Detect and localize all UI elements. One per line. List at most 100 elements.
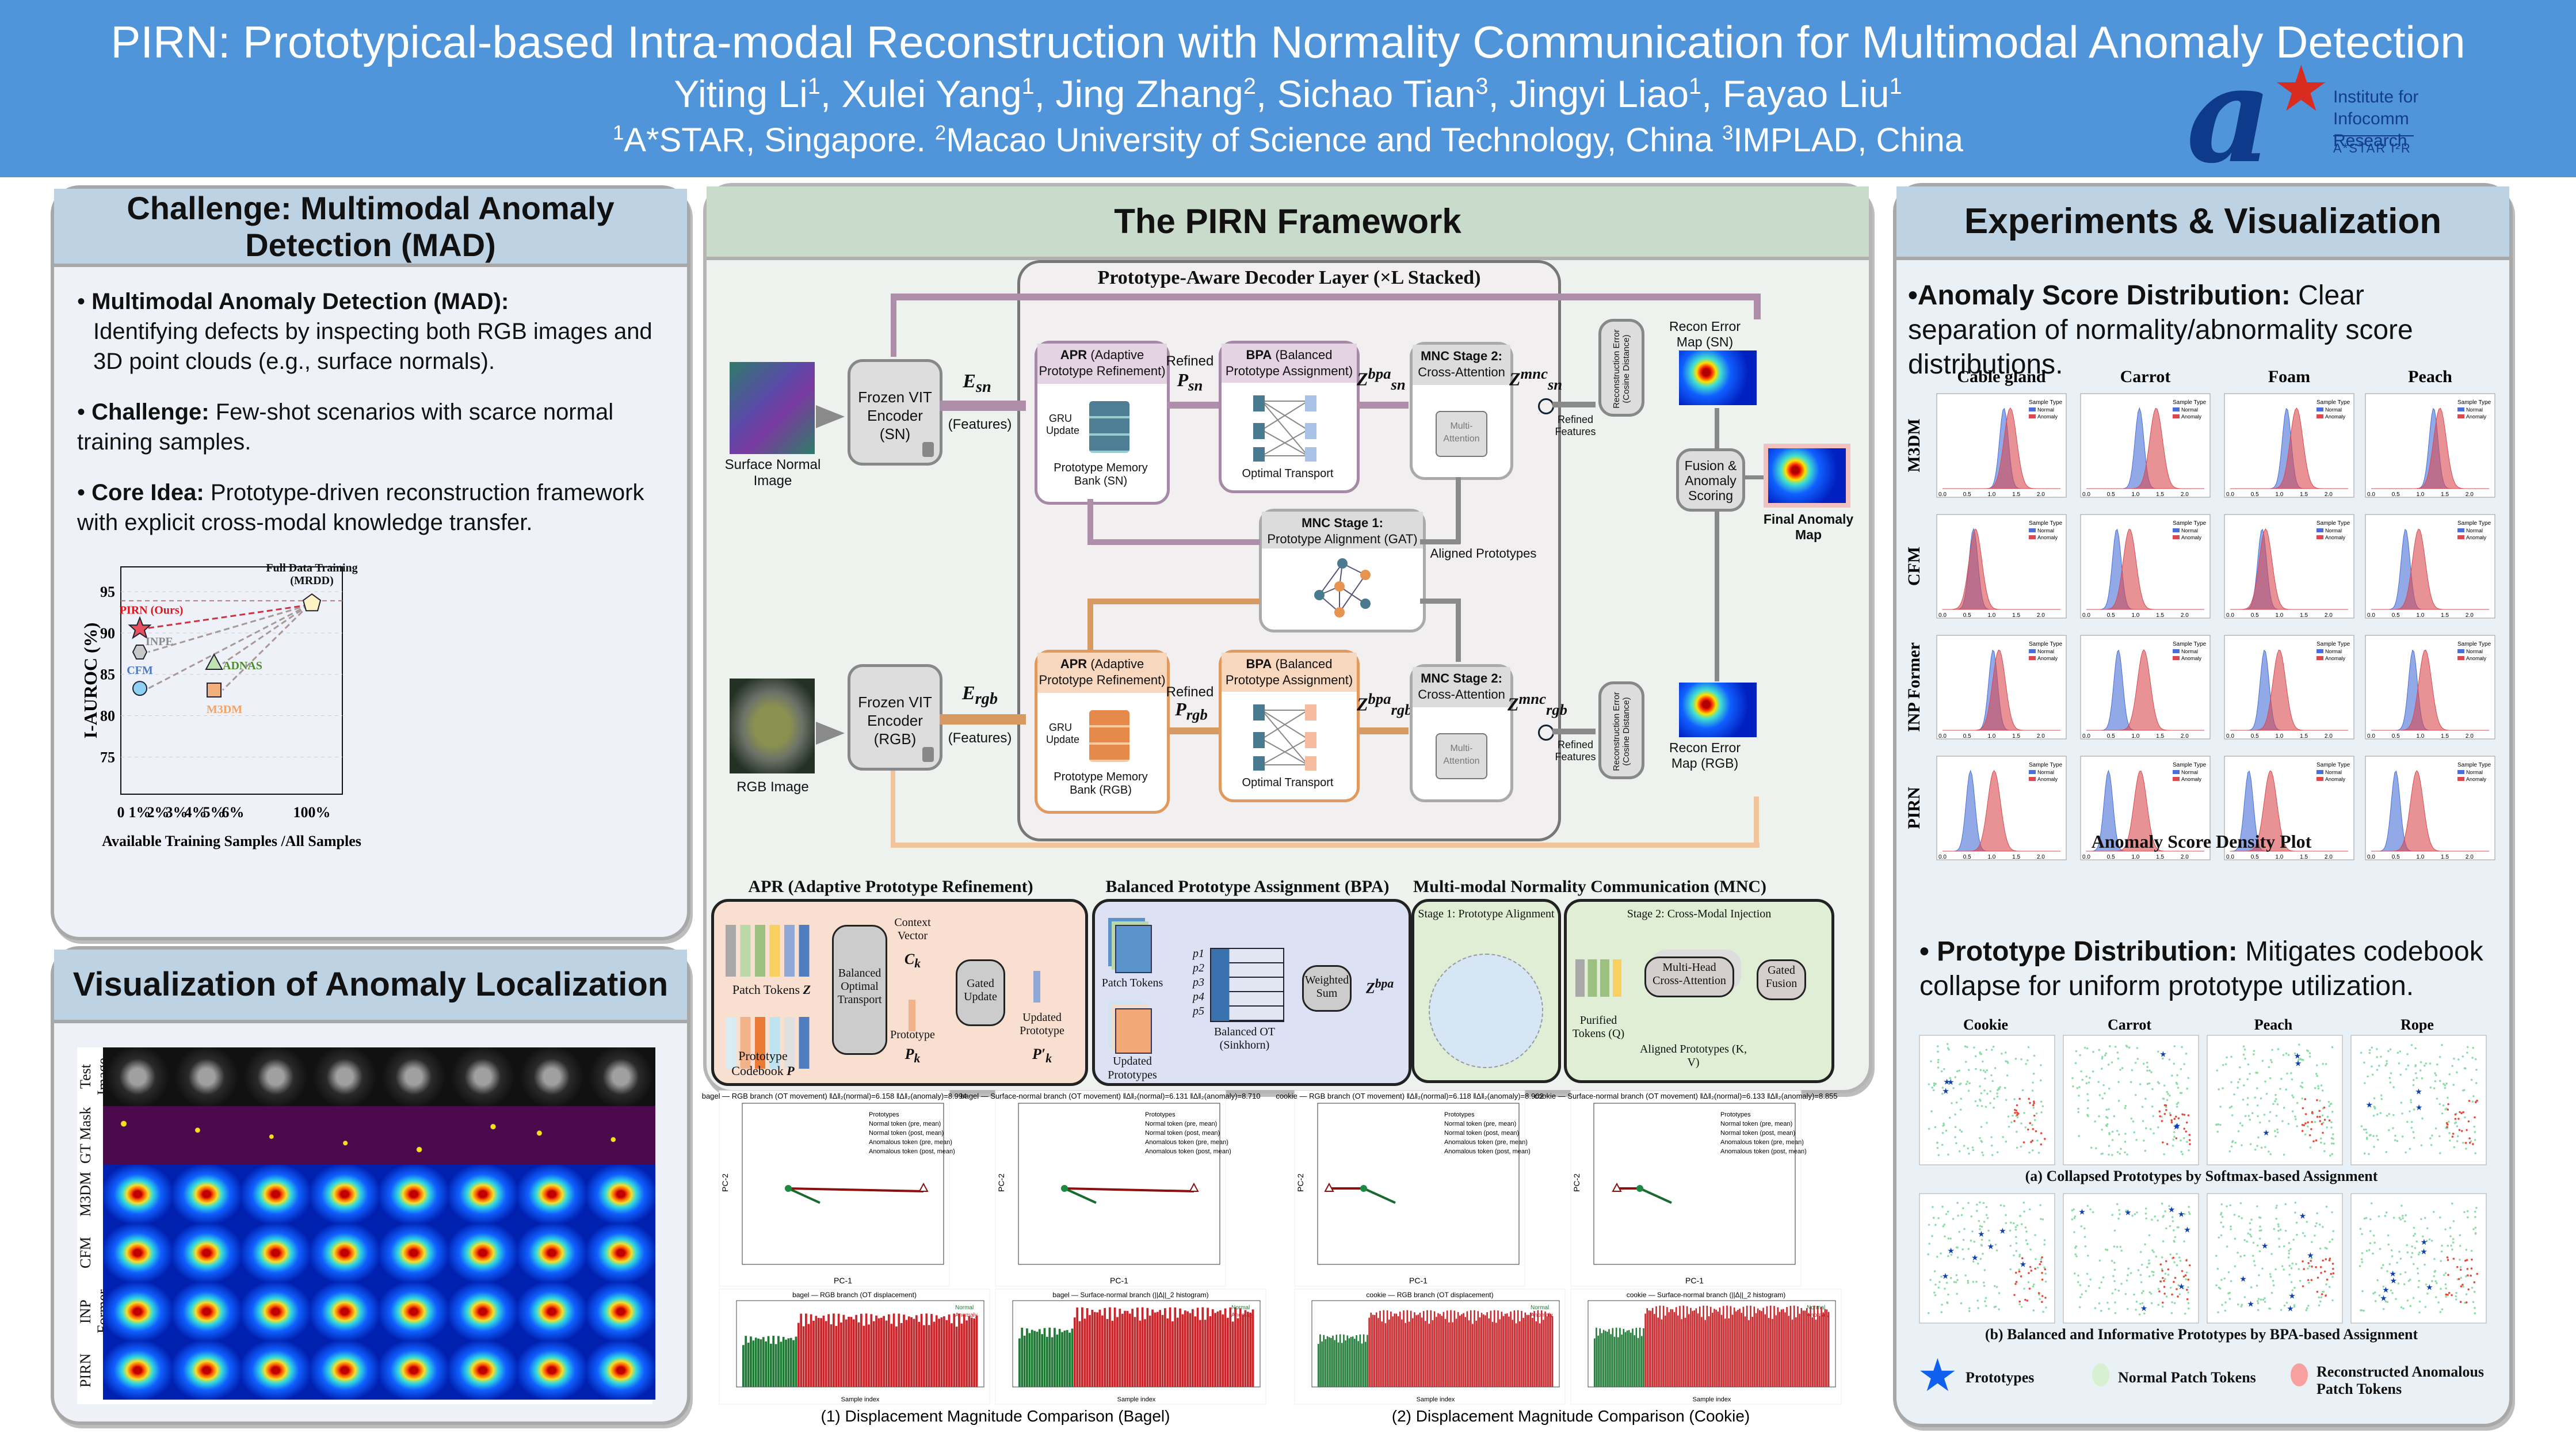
bar [1101,1315,1104,1387]
normal-token-dot [2288,1242,2291,1244]
normal-token-dot [2322,1121,2325,1124]
legend-entry: Normal [2037,528,2054,533]
normal-token-dot [2125,1279,2128,1282]
x-tick-label: 0.0 [2226,733,2234,740]
normal-token-dot [2222,1225,2224,1228]
anomaly-token-dot [2014,1283,2017,1285]
normal-token-dot [2085,1082,2088,1085]
normal-token-dot [2025,1062,2027,1065]
anomaly-token-dot [2041,1301,2043,1304]
normal-token-dot [2176,1074,2178,1077]
normal-token-dot [2371,1065,2373,1068]
normal-token-dot [2087,1099,2089,1102]
bar [1644,1313,1646,1387]
anomaly-token-dot [2316,1099,2318,1102]
normal-token-dot [2078,1086,2081,1088]
normal-token-dot [2169,1112,2172,1115]
normal-token-dot [2177,1087,2180,1089]
normal-token-dot [2124,1107,2127,1110]
normal-token-dot [2101,1097,2104,1100]
bar [910,1317,913,1387]
plot-title: cookie — RGB branch (OT displacement) [1366,1291,1493,1299]
normal-token-dot [1962,1207,1964,1210]
anomaly-density [1943,770,2060,852]
normal-token-dot [1932,1206,1934,1209]
heatmap-pirn [241,1341,310,1400]
normal-token-dot [1975,1280,1978,1283]
rgb-map-label: Recon Error Map (RGB) [1669,740,1741,771]
normal-token-dot [2437,1301,2440,1304]
bar [1318,1344,1319,1387]
normal-token-dot [2169,1286,2172,1289]
anomaly-token-dot [2470,1267,2473,1270]
normal-token-dot [2111,1130,2114,1133]
normal-token-dot [1976,1210,1978,1212]
normal-token-dot [2370,1202,2373,1205]
normal-token-dot [2285,1088,2288,1091]
multi-attention-icon: Multi-Attention [1436,411,1487,457]
anomaly-shift-line [788,1187,924,1192]
normal-token-dot [2144,1097,2147,1100]
normal-token-dot [2470,1140,2472,1142]
bar [1499,1319,1501,1387]
normal-token-dot [2435,1074,2437,1077]
prototype-star-icon: ★ [1999,1226,2006,1235]
normal-token-dot [2467,1216,2469,1219]
anomaly-token-dot [2033,1100,2035,1103]
normal-token-dot [2163,1153,2165,1156]
x-tick-label: 1.0 [2275,733,2283,740]
sn-recon-error-box: Reconstruction Error (Cosine Distance) [1598,319,1644,417]
bar [923,1325,925,1387]
normal-token-dot [2296,1233,2298,1236]
normal-token-dot [1933,1082,1936,1085]
panel-title: Challenge: Multimodal Anomaly Detection … [54,189,687,267]
normal-token-dot [2218,1236,2220,1239]
x-tick-label: 2.0 [2325,491,2333,498]
updated-prototype-bar [1033,971,1040,1003]
normal-token-dot [2257,1302,2260,1305]
plot-title: cookie — Surface-normal branch (OT movem… [1534,1092,1837,1100]
bar [1604,1331,1606,1387]
legend-entry: Normal [1531,1305,1549,1311]
legend-entry: Anomaly [2466,535,2487,540]
bar [913,1318,915,1387]
anomaly-token-dot [2454,1113,2457,1116]
normal-token-dot [2181,1153,2184,1156]
normal-token-dot [2168,1205,2170,1207]
anomaly-token-dot [2452,1133,2455,1135]
normal-token-dot [2134,1213,2136,1215]
normal-token-dot [2230,1280,2232,1283]
bar [1181,1314,1184,1387]
normal-token-dot [2080,1225,2083,1228]
sn-error-map [1679,350,1757,405]
normal-token-dot [2283,1304,2286,1307]
normal-token-dot [2173,1062,2176,1065]
normal-token-dot [2242,1045,2245,1048]
normal-token-dot [2285,1052,2288,1055]
normal-token-dot [2151,1088,2154,1091]
anomaly-token-dot [2447,1108,2449,1111]
normal-token-dot [2256,1285,2258,1287]
normal-token-dot [2169,1253,2172,1256]
heatmap-inp-former [379,1282,448,1341]
anomaly-token-dot [2184,1274,2187,1276]
bar [1657,1317,1659,1387]
legend-title: Sample Type [2317,641,2350,647]
normal-token-dot [1952,1087,1955,1089]
x-tick-label: 1.0 [2416,491,2424,498]
anomaly-token-dot [2472,1143,2474,1145]
bar [1615,1327,1617,1387]
normal-token-dot [1972,1149,1975,1152]
legend-entry: Anomaly [2181,655,2202,661]
anomaly-token-dot [2307,1279,2310,1282]
normal-token-dot [2285,1301,2288,1304]
anomaly-token-dot [2456,1266,2459,1268]
mnc-stage1-module: Stage 1: Prototype Alignment [1411,899,1561,1083]
normal-dot-icon [2092,1363,2109,1386]
normal-token-dot [2253,1050,2256,1052]
plot-frame [1593,1103,1796,1265]
normal-token-dot [1945,1282,1948,1284]
bar [1654,1314,1655,1387]
